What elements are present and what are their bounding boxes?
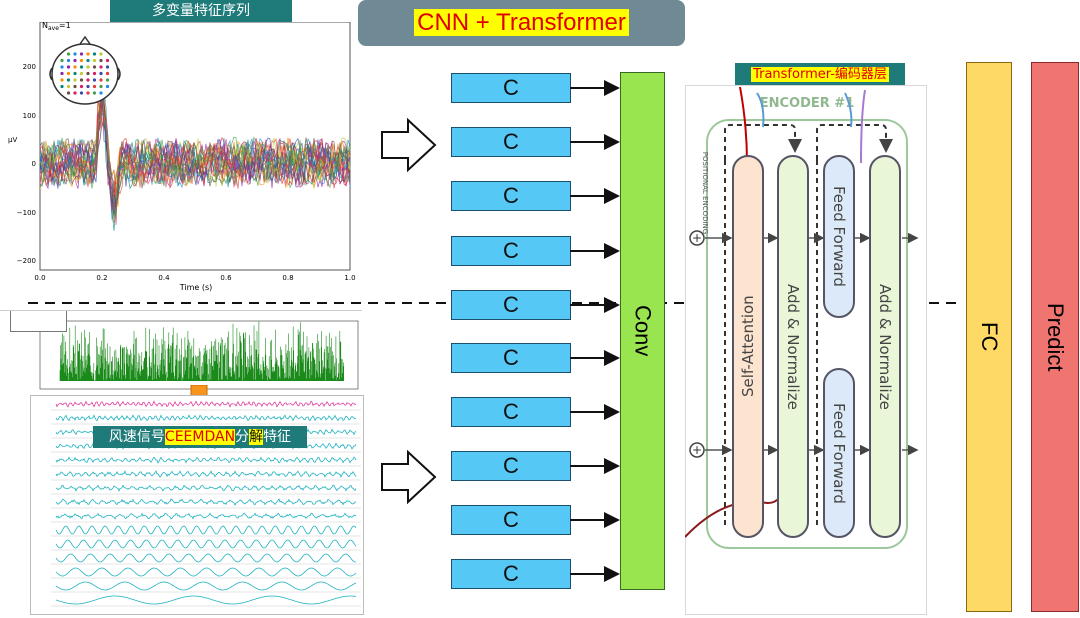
eeg-y-axis-label: μV — [8, 136, 17, 144]
wind-signal-plot — [0, 310, 362, 396]
self-attention-block: Self-Attention — [732, 155, 764, 538]
c-box: C — [451, 73, 571, 103]
add-normalize-block-2: Add & Normalize — [869, 155, 901, 538]
c-box: C — [451, 236, 571, 266]
add-normalize-label-2: Add & Normalize — [876, 283, 894, 410]
add-normalize-block-1: Add & Normalize — [777, 155, 809, 538]
positional-encoding-label: POSITIONAL ENCODING — [701, 152, 709, 234]
multivariate-sequence-label: 多变量特征序列 — [110, 0, 292, 22]
eeg-y-tick: −200 — [17, 257, 36, 265]
eeg-x-axis-label: Time (s) — [179, 283, 213, 292]
c-to-conv-arrows — [570, 80, 620, 582]
eeg-y-tick: 200 — [23, 63, 36, 71]
feed-forward-label-2: Feed Forward — [830, 402, 848, 504]
wind-label-highlight: CEEMDAN — [164, 429, 236, 445]
feed-forward-block-1: Feed Forward — [823, 155, 855, 318]
electrode-montage — [49, 35, 121, 105]
eeg-y-tick: −100 — [17, 209, 36, 217]
eeg-y-ticks: 200 100 0 −100 −200 — [17, 63, 36, 265]
eeg-x-ticks: 0.0 0.2 0.4 0.6 0.8 1.0 — [34, 274, 355, 282]
wind-label-suffix: 特征 — [263, 429, 292, 445]
eeg-corner-label: Nave=1 — [42, 22, 71, 32]
wind-ceemdan-label: 风速信号CEEMDAN分解特征 — [93, 426, 307, 448]
eeg-traces — [39, 69, 351, 231]
conv-layer: Conv — [620, 72, 665, 590]
c-arrow-group — [570, 80, 620, 582]
fc-layer: FC — [966, 62, 1012, 612]
feed-forward-label-1: Feed Forward — [830, 186, 848, 287]
right-arrow-icon — [381, 450, 437, 504]
c-box: C — [451, 181, 571, 211]
eeg-x-tick: 1.0 — [344, 274, 355, 282]
eeg-x-tick: 0.8 — [282, 274, 293, 282]
fc-label: FC — [977, 322, 1002, 352]
c-box: C — [451, 559, 571, 589]
eeg-x-tick: 0.2 — [96, 274, 107, 282]
wind-label-mid: 分 — [235, 429, 250, 445]
c-box: C — [451, 127, 571, 157]
eeg-y-tick: 0 — [32, 160, 36, 168]
c-box: C — [451, 505, 571, 535]
plus-symbol: + — [692, 231, 702, 245]
c-box: C — [451, 397, 571, 427]
plus-circle-icon — [689, 230, 705, 246]
diagram-title: CNN + Transformer — [414, 9, 629, 36]
c-box: C — [451, 290, 571, 320]
wind-signal-svg — [39, 320, 359, 390]
right-arrow-icon — [381, 118, 437, 172]
plus-circle-icon — [689, 442, 705, 458]
add-normalize-label-1: Add & Normalize — [784, 283, 802, 410]
c-box-column: C C C C C C C C C C — [451, 0, 571, 615]
encoder-header-text: Transformer-编码器层 — [751, 67, 889, 82]
encoder-header-label: Transformer-编码器层 — [735, 63, 905, 85]
predict-layer: Predict — [1031, 62, 1079, 612]
eeg-y-tick: 100 — [23, 112, 36, 120]
wind-plot-tab — [10, 311, 67, 332]
eeg-x-tick: 0.6 — [220, 274, 232, 282]
self-attention-label: Self-Attention — [739, 295, 757, 398]
c-box: C — [451, 451, 571, 481]
c-box: C — [451, 343, 571, 373]
eeg-x-tick: 0.0 — [34, 274, 45, 282]
wind-label-prefix: 风速信号 — [108, 429, 165, 445]
predict-label: Predict — [1043, 302, 1068, 372]
wind-label-highlight2: 解 — [249, 429, 264, 445]
title-wrapper: CNN + Transformer — [358, 7, 685, 39]
feed-forward-block-2: Feed Forward — [823, 368, 855, 538]
encoder-title: ENCODER #1 — [760, 96, 855, 111]
plus-symbol: + — [692, 443, 702, 457]
eeg-x-tick: 0.4 — [158, 274, 170, 282]
conv-label: Conv — [630, 305, 656, 357]
encoder-block-outline — [706, 119, 908, 549]
